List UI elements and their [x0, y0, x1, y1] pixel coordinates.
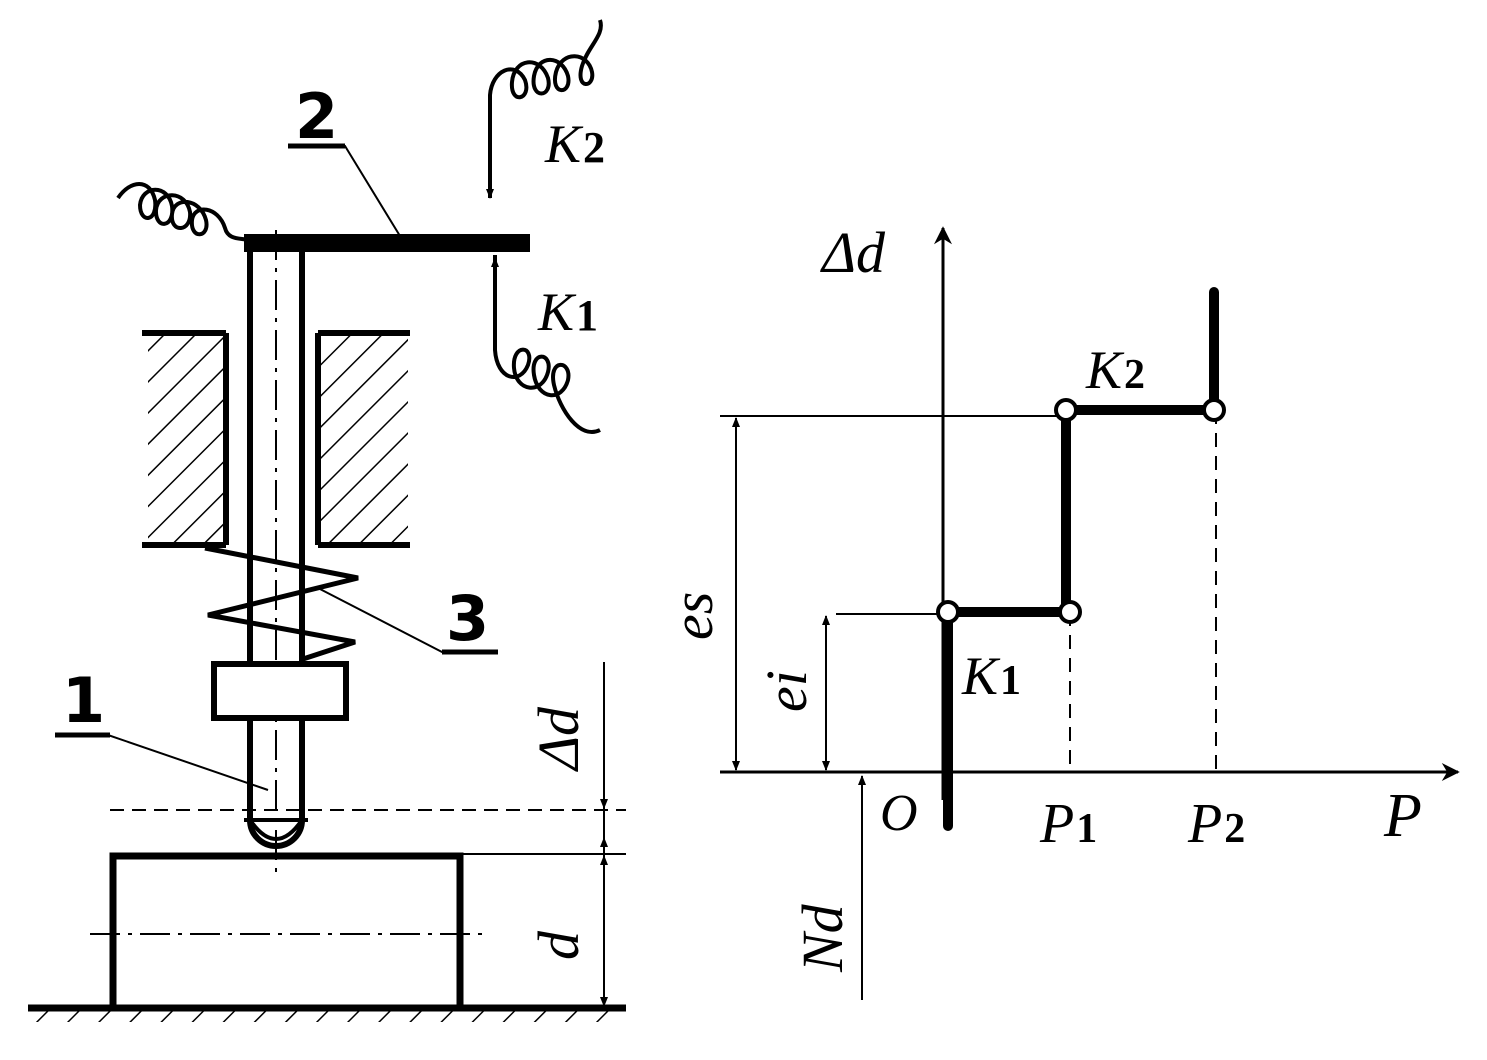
p1-label: P1: [1039, 793, 1097, 855]
part-3-number: 3: [446, 582, 489, 655]
spring-3: [204, 545, 359, 663]
dimension-lines: [110, 662, 626, 1010]
origin-label: O: [880, 785, 918, 842]
es-label: es: [660, 592, 725, 640]
step-characteristic: [943, 287, 1219, 831]
contact-k2-label: K2: [544, 114, 605, 174]
nd-label: Nd: [790, 903, 855, 973]
workpiece: [90, 852, 484, 1012]
k2-graph-label: K2: [1085, 340, 1145, 400]
dim-delta-d-label: Δd: [526, 706, 591, 772]
wire-coil-k1: [493, 255, 601, 434]
switch-points: [936, 398, 1226, 624]
wire-coil-k2: [488, 19, 603, 175]
guide-housing: [142, 330, 410, 548]
part-1-number: 1: [62, 664, 105, 737]
wire-coil-left: [116, 182, 249, 242]
y-axis-label: Δd: [820, 220, 886, 285]
dim-d-label: d: [526, 930, 591, 960]
lever-2: [244, 234, 530, 252]
p2-label: P2: [1187, 793, 1245, 855]
x-axis-label: P: [1383, 782, 1422, 850]
leader-part-2: [290, 145, 401, 237]
characteristic-graph: Δd P O P1 P2 K2 K1 es ei Nd: [660, 220, 1460, 1000]
part-2-number: 2: [295, 80, 338, 153]
k1-graph-label: K1: [961, 646, 1021, 706]
ei-label: ei: [754, 670, 819, 712]
measuring-rod: [211, 230, 349, 880]
mechanism: 2 3 1 K2 K1 Δd d: [28, 19, 626, 1022]
contact-k1-label: K1: [537, 282, 598, 342]
leader-part-1: [55, 734, 269, 791]
